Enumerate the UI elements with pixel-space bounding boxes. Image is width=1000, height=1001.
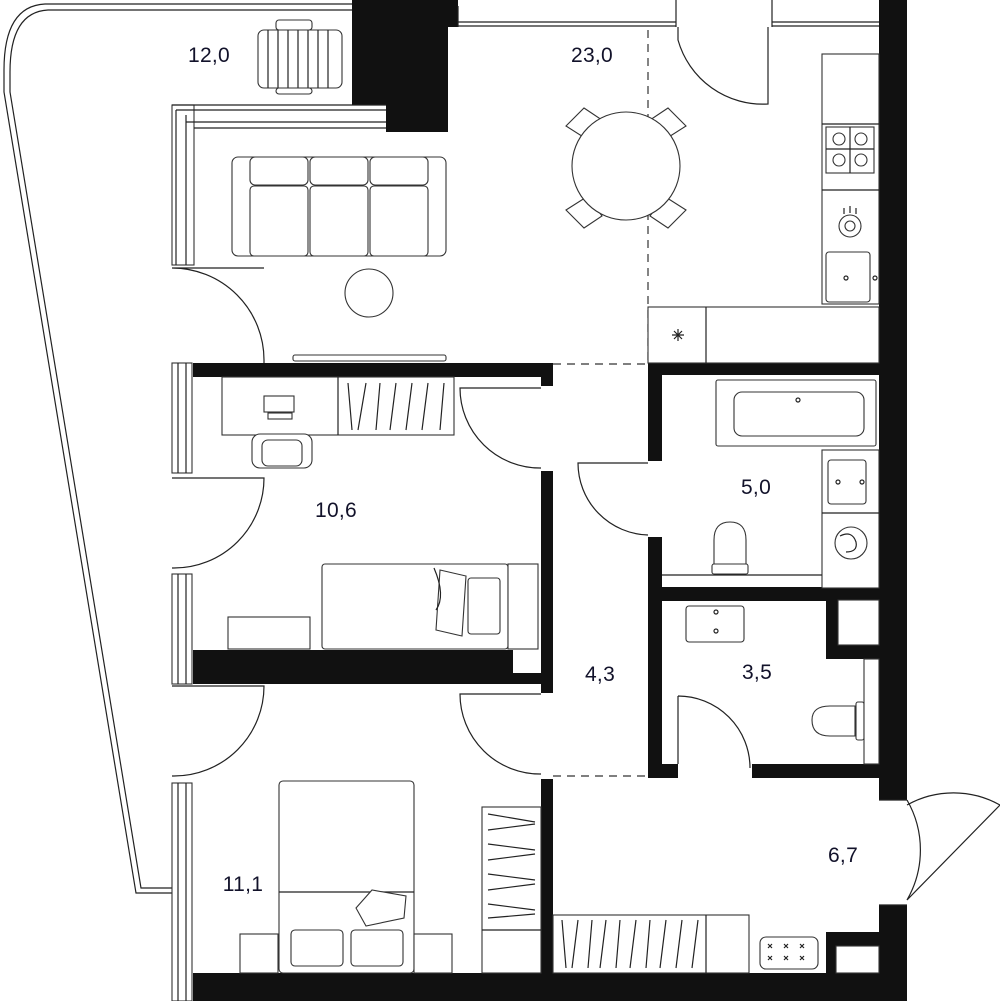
area-label-wc: 3,5 [741, 661, 773, 684]
bathroom-fixtures [662, 379, 880, 589]
area-label-balcony: 12,0 [187, 44, 231, 67]
double-bed [239, 780, 453, 974]
kitchen-counter [647, 53, 880, 364]
entry-shaft [835, 945, 880, 974]
sofa [231, 156, 447, 257]
dining-set [565, 107, 687, 229]
area-label-hall: 6,7 [827, 844, 859, 867]
coffee-table [344, 268, 394, 318]
doors [171, 27, 1000, 901]
tv-stand [292, 354, 447, 362]
desk [221, 376, 455, 469]
wardrobe [481, 806, 542, 974]
window-lines [171, 0, 907, 1001]
area-label-bathroom: 5,0 [740, 476, 772, 499]
single-bed [227, 563, 539, 650]
area-label-corridor: 4,3 [584, 663, 616, 686]
wc-fixtures [685, 605, 880, 765]
walls [193, 0, 907, 1001]
area-label-bedroom-main: 11,1 [222, 873, 264, 896]
balcony-lounger [257, 19, 343, 95]
zone-dividers [553, 30, 649, 777]
balcony-outline [3, 3, 362, 894]
hall-wardrobe [552, 914, 819, 974]
shaft-box [837, 599, 880, 646]
area-label-living-kitchen: 23,0 [570, 44, 614, 67]
area-label-bedroom-small: 10,6 [314, 499, 358, 522]
